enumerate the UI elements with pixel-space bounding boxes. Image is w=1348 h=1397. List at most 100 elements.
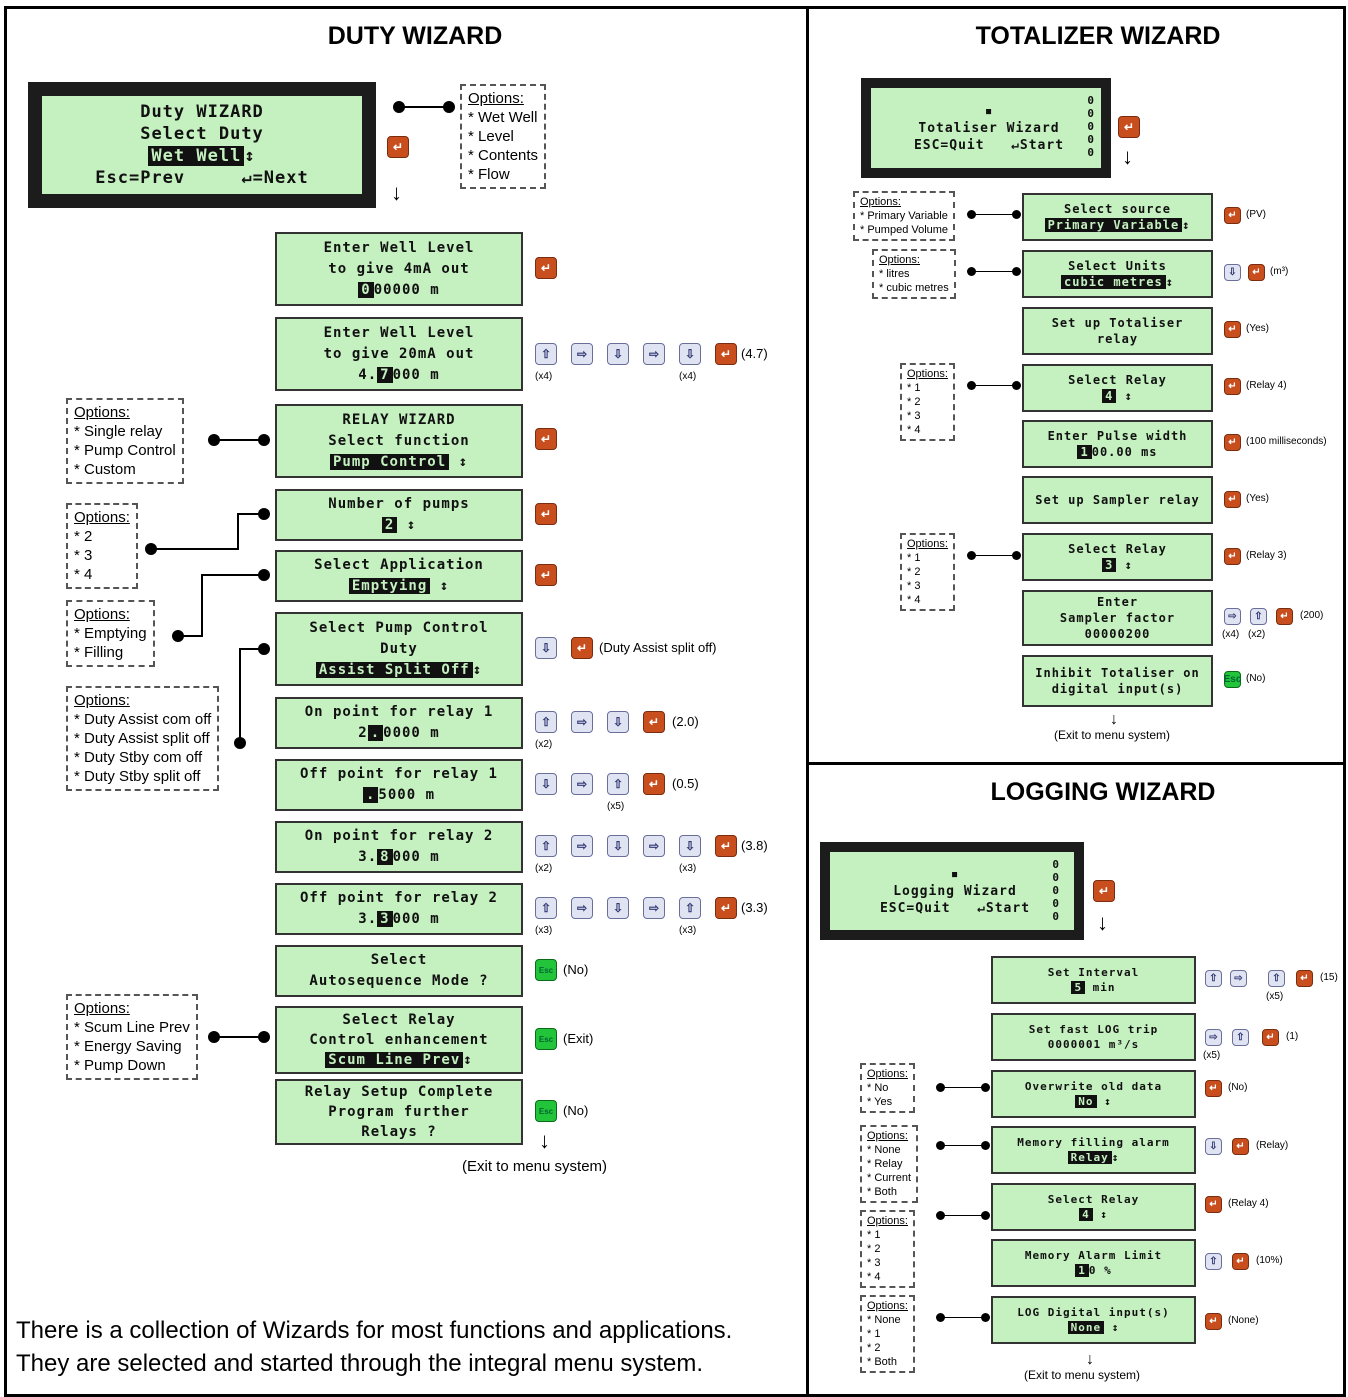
lcd-screen-units: Select Units cubic metres↕ [1022,250,1213,298]
lcd-screen-application: Select Application Emptying ↕ [275,550,523,602]
enter-key-icon: ↵ [1276,608,1293,625]
down-key-icon: ⇩ [607,711,629,733]
right-key-icon: ⇨ [1230,970,1247,987]
connector-dot [258,643,270,655]
up-key-icon: ⇧ [535,343,557,365]
up-key-icon: ⇧ [1205,1253,1222,1270]
esc-key-icon: Esc [1224,671,1241,688]
logging-title: LOGGING WIZARD [990,778,1216,806]
connector-dot [234,737,246,749]
lcd-screen-off-relay1: Off point for relay 1 .5000 m [275,759,523,811]
enter-key-icon: ↵ [535,564,557,586]
options-box-duty-type: Options:* Wet Well* Level* Contents* Flo… [460,84,547,189]
up-key-icon: ⇧ [1268,970,1285,987]
enter-key-icon: ↵ [1205,1313,1222,1330]
right-key-icon: ⇨ [643,343,665,365]
connector-dot [258,1031,270,1043]
options-box-units: Options:* litres* cubic metres [872,249,956,299]
enter-key-icon: ↵ [1205,1080,1222,1097]
right-key-icon: ⇨ [571,343,593,365]
options-box-relay-b: Options:* 1* 2* 3* 4 [900,533,955,611]
right-key-icon: ⇨ [571,773,593,795]
lcd-screen-memory-alarm: Memory filling alarm Relay↕ [991,1126,1196,1174]
options-box-source: Options:* Primary Variable* Pumped Volum… [853,191,956,241]
enter-key-icon: ↵ [715,835,737,857]
right-key-icon: ⇨ [1205,1029,1222,1046]
totalizer-title: TOTALIZER WIZARD [975,22,1221,50]
enter-key-icon: ↵ [1224,491,1241,508]
logging-panel [806,762,1346,1397]
enter-key-icon: ↵ [1232,1138,1249,1155]
options-box-pumps: Options:* 2* 3* 4 [66,503,138,589]
right-key-icon: ⇨ [1224,608,1241,625]
down-key-icon: ⇩ [679,835,701,857]
up-key-icon: ⇧ [1205,970,1222,987]
enter-key-icon: ↵ [571,637,593,659]
duty-start-lcd: Duty WIZARD Select Duty Wet Well↕ Esc=Pr… [28,82,376,208]
enter-key-icon: ↵ [1224,321,1241,338]
down-key-icon: ⇩ [607,343,629,365]
down-arrow-icon: ↓ [1122,144,1133,169]
down-key-icon: ⇩ [535,637,557,659]
lcd-screen-relay-3: Select Relay 3 ↕ [1022,533,1213,581]
logging-start-lcd: ▪ Logging Wizard ESC=Quit ↵Start 0 0 0 0… [820,842,1084,940]
lcd-screen-source: Select source Primary Variable↕ [1022,193,1213,241]
enter-key-icon: ↵ [1224,434,1241,451]
right-key-icon: ⇨ [571,897,593,919]
enter-key-icon: ↵ [715,897,737,919]
enter-key-icon: ↵ [1093,880,1115,902]
exit-caption: (Exit to menu system) [462,1158,608,1175]
enter-key-icon: ↵ [1262,1029,1279,1046]
exit-caption: (Exit to menu system) [1024,1368,1141,1382]
down-key-icon: ⇩ [1224,264,1241,281]
duty-title: DUTY WIZARD [327,22,503,50]
enter-key-icon: ↵ [535,428,557,450]
options-box-relay-a: Options:* 1* 2* 3* 4 [900,363,955,441]
up-key-icon: ⇧ [1250,608,1267,625]
lcd-screen-interval: Set Interval 5 min [991,956,1196,1004]
enter-key-icon: ↵ [1296,970,1313,987]
options-box-memory-alarm: Options:* None* Relay* Current* Both [860,1125,919,1203]
down-key-icon: ⇩ [1205,1138,1222,1155]
lcd-screen-overwrite: Overwrite old data No ↕ [991,1070,1196,1118]
down-arrow-icon: ↓ [391,180,402,205]
up-key-icon: ⇧ [679,897,701,919]
right-key-icon: ⇨ [643,835,665,857]
up-key-icon: ⇧ [607,773,629,795]
enter-key-icon: ↵ [535,257,557,279]
enter-key-icon: ↵ [1224,378,1241,395]
up-key-icon: ⇧ [535,835,557,857]
enter-key-icon: ↵ [1248,264,1265,281]
right-key-icon: ⇨ [571,711,593,733]
connector-dot [258,508,270,520]
connector-dot [443,101,455,113]
enter-key-icon: ↵ [1232,1253,1249,1270]
down-arrow-icon: ↓ [1086,1351,1094,1368]
lcd-screen-pumps: Number of pumps 2 ↕ [275,489,523,541]
esc-key-icon: Esc [535,959,557,981]
options-box-function: Options:* Single relay* Pump Control* Cu… [66,398,184,484]
lcd-screen-relay-4: Select Relay 4 ↕ [1022,364,1213,412]
exit-caption: (Exit to menu system) [1054,728,1171,742]
down-key-icon: ⇩ [607,835,629,857]
enter-key-icon: ↵ [715,343,737,365]
lcd-screen-on-relay1: On point for relay 1 2.0000 m [275,697,523,749]
enter-key-icon: ↵ [387,136,409,158]
enter-key-icon: ↵ [1118,116,1140,138]
options-box-pump-control: Options:* Duty Assist com off* Duty Assi… [66,686,220,791]
totalizer-start-lcd: ▪ Totaliser Wizard ESC=Quit ↵Start 0 0 0… [861,78,1111,178]
connector-dot [258,569,270,581]
up-key-icon: ⇧ [1232,1029,1249,1046]
